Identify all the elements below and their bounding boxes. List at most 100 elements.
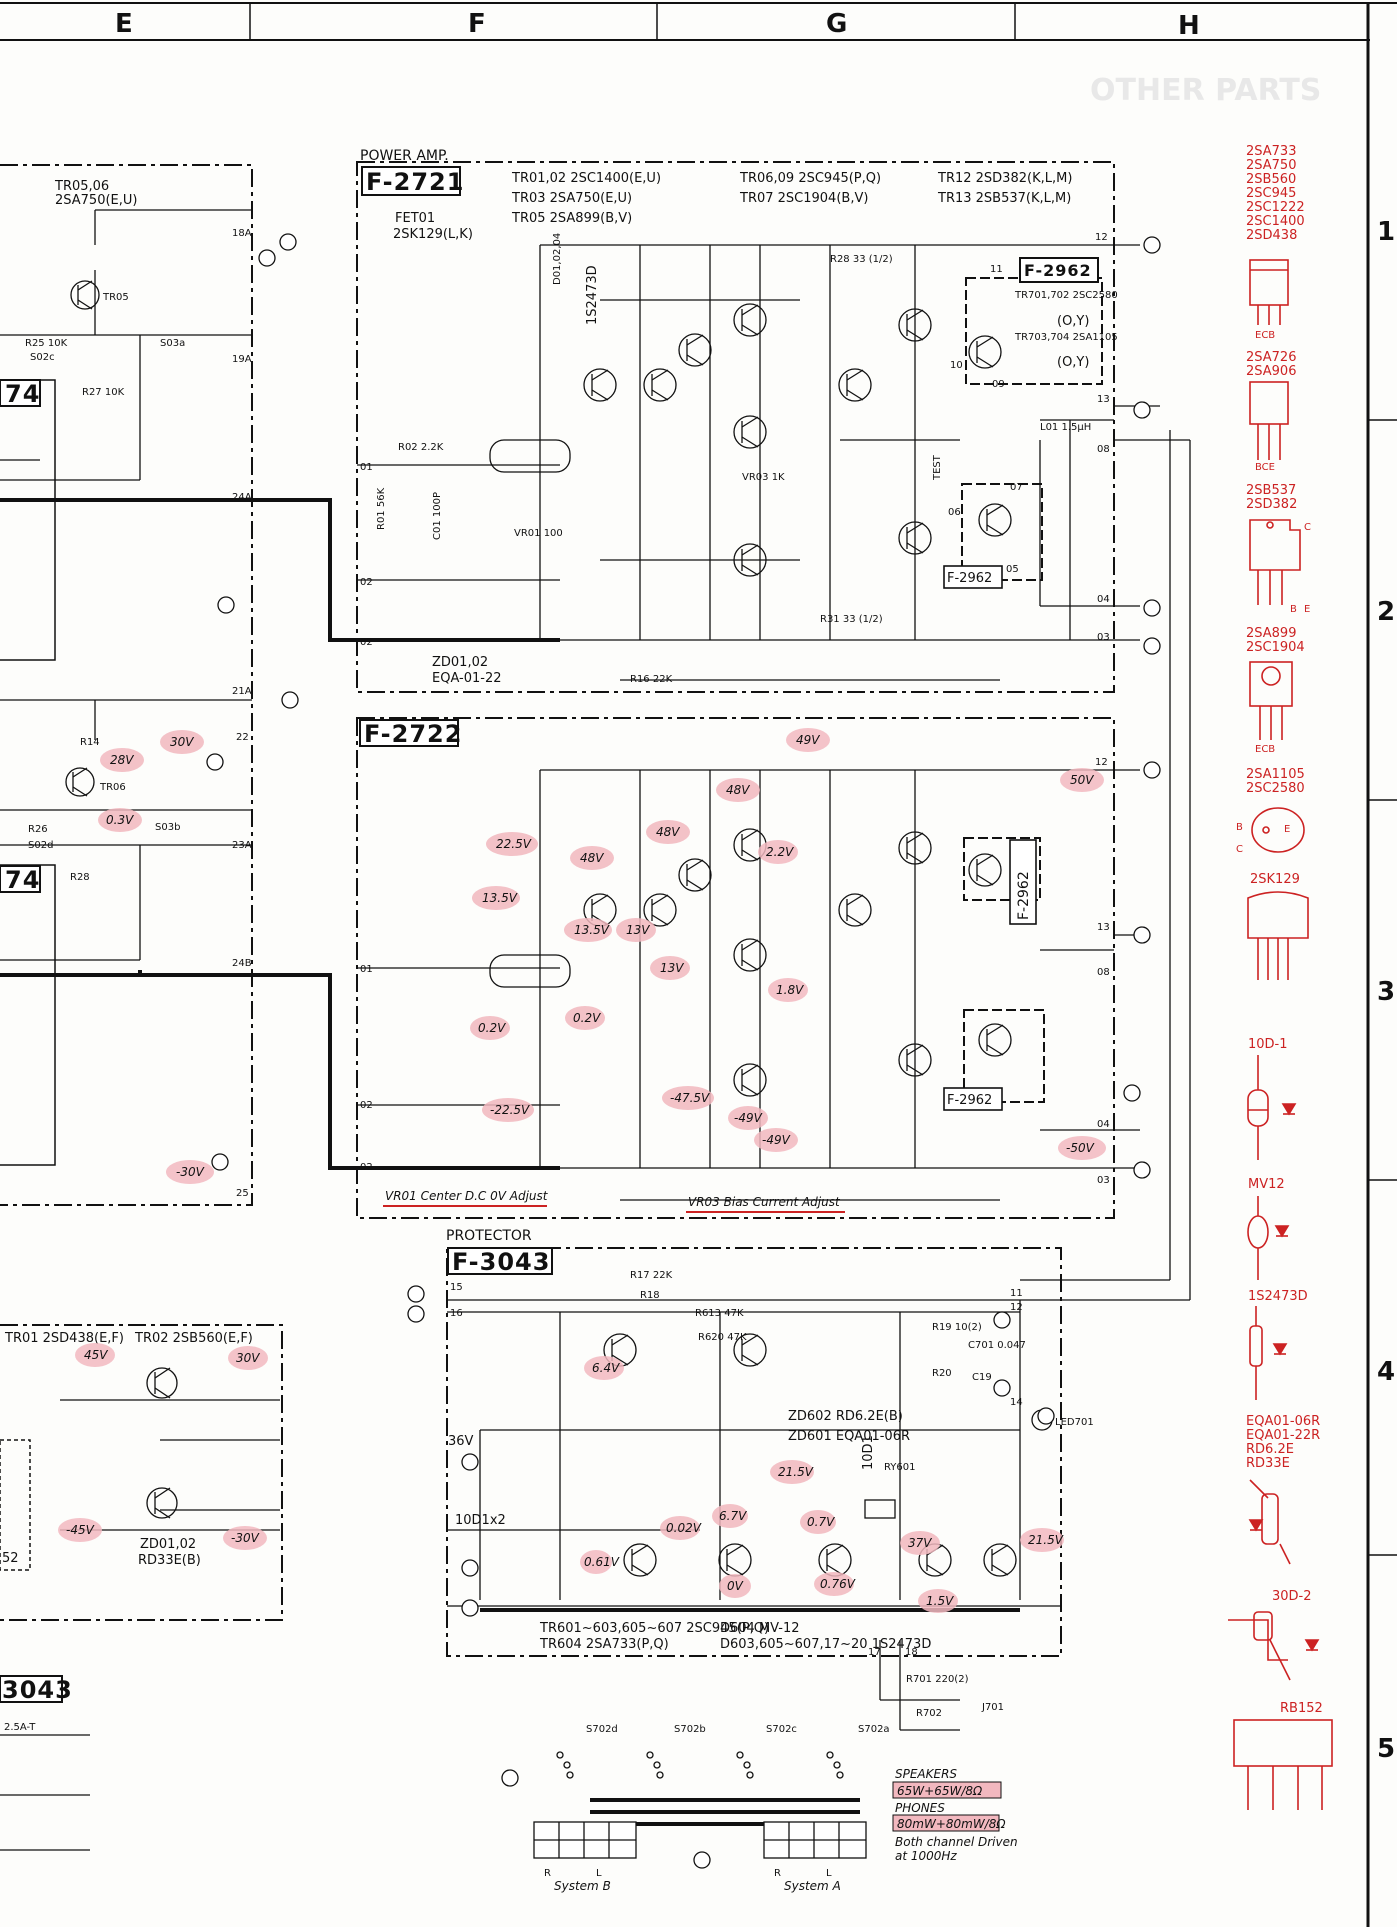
f2722-node-01: 01 [360,964,373,975]
legend-pin-letters: ECB BCE B E C ECB B E C [1236,330,1311,855]
row-label-1: 1 [1377,217,1395,247]
volt-45v: 45V [84,1348,108,1362]
protector-rd62: ZD602 RD6.2E(B) [788,1409,903,1424]
protector-connectors [407,1285,1055,1869]
svg-text:3043: 3043 [2,1676,73,1704]
f2722-node-02a: 02 [360,1100,373,1111]
node-23a: 23A [232,840,252,851]
legend-eqa01-22r: EQA01-22R [1246,1428,1320,1443]
f2721-r01: R01 56K [376,487,387,530]
column-label-e: E [115,9,133,39]
speaker-switches [533,1751,867,1859]
left-52-label: 52 [2,1551,19,1566]
volt-0-61v: 0.61V [584,1555,620,1569]
volt-13v-a: 13V [626,923,650,937]
f2721-c01: C01 100P [432,492,443,540]
legend-2sa750: 2SA750 [1246,158,1296,173]
protector-r701: R701 220(2) [906,1674,969,1685]
f2721-fet01: FET01 [395,211,435,226]
volt-1-8v: 1.8V [776,983,804,997]
voltage-labels: 28V 30V 0.3V -30V 49V 50V 48V 48V 48V 22… [66,733,1095,1608]
f2721-tr03: TR03 2SA750(E,U) [511,191,632,206]
left-r14-ref: R14 [80,737,100,748]
svg-text:F-2962: F-2962 [1024,261,1092,280]
legend-rd33e: RD33E [1246,1456,1290,1471]
legend-2sb560: 2SB560 [1246,172,1296,187]
protector-r20: R20 [932,1368,952,1379]
f2721-node-03: 03 [1097,632,1110,643]
phones-rating-box: 80mW+80mW/8Ω [892,1814,1006,1832]
f2721-fet01-type: 2SK129(L,K) [393,227,473,242]
volt-13-5v-b: 13.5V [574,923,610,937]
driven-note-2: at 1000Hz [895,1849,957,1863]
driven-note-1: Both channel Driven [895,1835,1018,1849]
legend-2sc1222: 2SC1222 [1246,200,1305,215]
left-protector-tr02: TR02 2SB560(E,F) [134,1331,253,1346]
volt-30v: 30V [170,735,194,749]
f2721-node-02a: 02 [360,577,373,588]
f2721-outline [356,161,1115,693]
protector-j701: J701 [981,1702,1004,1713]
f2722-wiring [357,769,1140,1201]
f2722-node-08: 08 [1097,967,1110,978]
svg-text:74: 74 [5,380,40,408]
protector-tr601: TR601~603,605~607 2SC945(P,Q) [539,1621,769,1636]
volt-1-5v: 1.5V [926,1594,954,1608]
legend-rd6-2e: RD6.2E [1246,1442,1294,1457]
protector-r702: R702 [916,1708,942,1719]
left-s03a-ref: S03a [160,338,185,349]
volt-13-5v-a: 13.5V [482,891,518,905]
legend-1s2473d: 1S2473D [1248,1289,1308,1304]
legend-pin-bec-c: C [1236,844,1243,855]
legend-2sa733: 2SA733 [1246,144,1296,159]
system-a-label: System A [784,1879,841,1893]
f2721-node-05: 05 [1006,564,1019,575]
legend-2sc1904: 2SC1904 [1246,640,1305,655]
f2721-f2962-upper: F-2962 TR701,702 2SC2580 (O,Y) TR703,704… [965,257,1118,385]
f3043-wiring [447,1299,1061,1731]
legend-pins-bce: BCE [1255,462,1275,473]
volt-0v: 0V [727,1579,744,1593]
f3043-outline [446,1247,1062,1657]
f2721-connectors [206,233,1161,1171]
f2722-f2962-lower: F-2962 [943,1009,1045,1111]
phones-label: PHONES [895,1801,945,1815]
left-transistor-tr06 [65,767,95,797]
left-protector-zd: ZD01,02 [140,1537,196,1552]
volt-48v-b: 48V [656,825,680,839]
node-24a: 24A [232,492,252,503]
legend-pin-bec-e: E [1284,824,1290,835]
protector-c701: C701 0.047 [968,1340,1026,1351]
protector-ry601: RY601 [884,1462,916,1473]
f2722-transistors [489,828,1012,1097]
volt-0-2v-a: 0.2V [478,1021,506,1035]
svg-text:F-2962: F-2962 [947,571,992,586]
system-a-r: R [774,1868,781,1879]
f2721-tr07: TR07 2SC1904(B,V) [739,191,868,206]
left-s02c-ref: S02c [30,352,55,363]
voltage-highlights [58,728,1106,1613]
f2721-node-10: 10 [950,360,963,371]
f2721-f2962-lower: F-2962 [943,483,1043,589]
row-label-2: 2 [1377,597,1395,627]
protector-led701: LED701 [1055,1417,1094,1428]
left-tr06-ref: TR06 [99,782,126,793]
volt-48v-c: 48V [580,851,604,865]
f2721-tr05: TR05 2SA899(B,V) [511,211,632,226]
f2721-vr01: VR01 100 [514,528,563,539]
protector-node-12: 12 [1010,1302,1023,1313]
svg-text:(O,Y): (O,Y) [1057,355,1089,370]
svg-text:F-3043: F-3043 [452,1248,550,1276]
left-protector-fuse: 2.5A-T [4,1722,36,1733]
svg-text:F-2721: F-2721 [366,168,464,196]
f2721-node-13: 13 [1097,394,1110,405]
column-label-g: G [826,9,847,39]
f2721-node-06: 06 [948,507,961,518]
volt-minus-49v-a: -49V [734,1111,763,1125]
protector-mv12: D604 MV-12 [720,1621,800,1636]
f2722-box: F-2722 [359,719,461,748]
protector-r19: R19 10(2) [932,1322,982,1333]
protector-d603: D603,605~607,17~20 1S2473D [720,1637,931,1652]
vr03-adjust-note: VR03 Bias Current Adjust [688,1195,841,1209]
